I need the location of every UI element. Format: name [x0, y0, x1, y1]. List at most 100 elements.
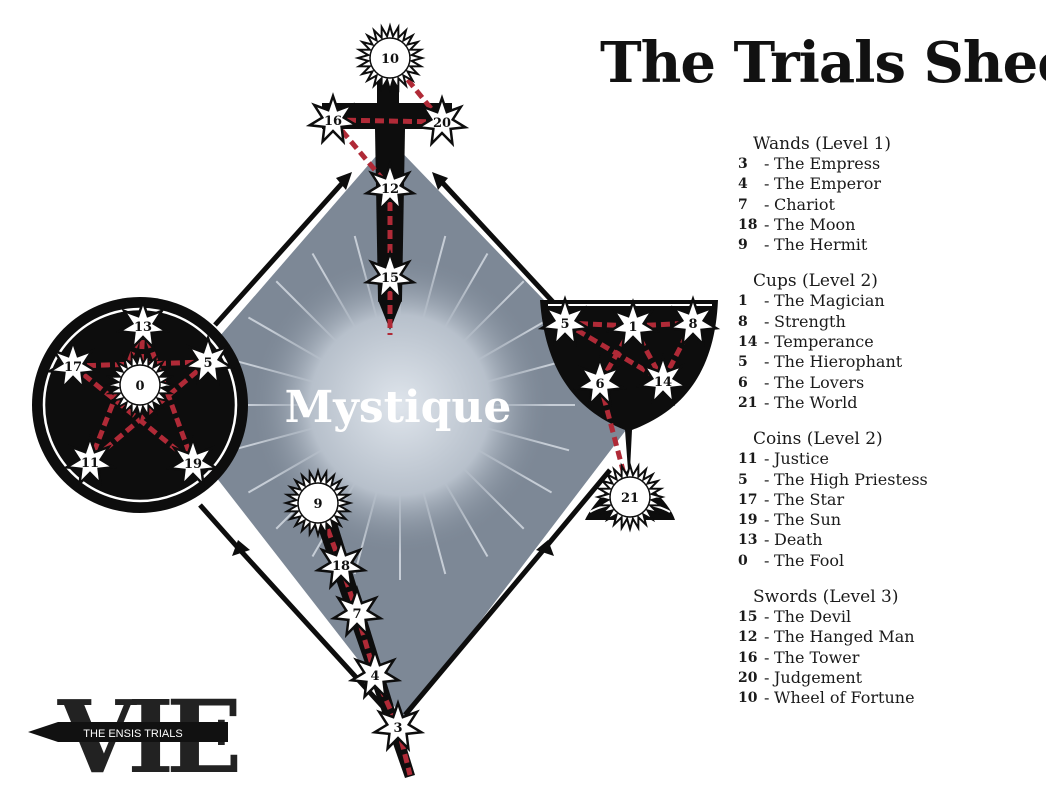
node-n5c-label: 5	[203, 356, 212, 371]
legend-entry: 0-The Fool	[738, 551, 1038, 571]
arrow-heads	[232, 172, 554, 556]
legend-entry-number: 20	[738, 669, 758, 686]
node-n5k-label: 5	[560, 317, 569, 332]
node-n6-star	[572, 355, 628, 409]
legend-entry-dash: -	[764, 449, 770, 469]
node-n19-label: 19	[184, 457, 202, 472]
legend-entry-name: The Lovers	[774, 372, 865, 392]
legend-group-title: Coins (Level 2)	[753, 429, 883, 450]
legend-entry-name: Justice	[774, 449, 829, 469]
legend-entry: 8-Strength	[738, 312, 1038, 332]
legend-entry-name: The Hanged Man	[774, 627, 915, 647]
node-n5c-star	[180, 334, 236, 388]
node-n7: 7	[329, 585, 385, 639]
legend-entry-number: 12	[738, 629, 758, 646]
node-n11: 11	[62, 434, 118, 488]
legend-entry-number: 16	[738, 649, 758, 666]
legend-entry-name: Strength	[774, 311, 846, 331]
legend-entry-number: 9	[738, 237, 748, 254]
legend-group-title: Wands (Level 1)	[753, 134, 892, 154]
node-n1-label: 1	[628, 320, 637, 335]
legend-entry-number: 1	[738, 293, 748, 310]
node-n17-star	[45, 338, 101, 392]
legend-entry-dash: -	[764, 332, 770, 352]
node-n4: 4	[347, 647, 403, 701]
logo: VIE THE ENSIS TRIALS	[28, 680, 246, 780]
legend-entry: 10-Wheel of Fortune	[738, 688, 1038, 708]
legend-entry-dash: -	[764, 647, 770, 667]
legend-entry-dash: -	[764, 667, 770, 687]
link-n16-n20	[332, 117, 443, 125]
node-n13-star	[115, 298, 171, 352]
legend-entry-name: The Fool	[774, 550, 845, 570]
legend-entry-name: Chariot	[774, 194, 835, 214]
link-n17-n5c	[72, 359, 209, 369]
legend-entry: 12-The Hanged Man	[738, 627, 1038, 647]
legend-entry-dash: -	[764, 469, 770, 489]
node-n7-label: 7	[352, 607, 361, 622]
legend-entry-name: The Hierophant	[774, 352, 903, 372]
link-n5k-n14	[563, 320, 665, 384]
node-n4-label: 4	[370, 669, 379, 684]
node-n11-label: 11	[81, 456, 99, 471]
node-n0-label: 0	[135, 379, 144, 394]
logo-blade-band	[78, 722, 188, 742]
node-n3-label: 3	[393, 721, 402, 736]
node-n21: 21	[594, 461, 666, 533]
legend-entry-dash: -	[764, 291, 770, 311]
link-n6-n1	[597, 324, 636, 385]
link-n13-n19	[140, 325, 196, 464]
arrow-path	[198, 178, 612, 722]
node-n10: 10	[354, 22, 426, 94]
legend-entry: 11-Justice	[738, 449, 1038, 469]
node-n5k: 5	[537, 295, 593, 349]
legend-entry-number: 21	[738, 394, 758, 411]
node-n20-star	[414, 94, 470, 148]
legend-entry-number: 17	[738, 491, 758, 508]
node-n16: 16	[305, 92, 361, 146]
page-title: The Trials Sheet	[600, 30, 1046, 96]
legend-entry-name: The World	[774, 392, 858, 412]
legend-entry-name: The Devil	[774, 607, 852, 627]
legend-group-title: Swords (Level 3)	[753, 587, 899, 608]
node-n19: 19	[165, 435, 221, 489]
legend-entry-dash: -	[764, 489, 770, 509]
legend-entry: 4-The Emperor	[738, 174, 1038, 194]
node-n8-star	[665, 295, 721, 349]
node-n12: 12	[362, 160, 418, 214]
legend-entry-number: 19	[738, 512, 758, 529]
legend-entry: 21-The World	[738, 393, 1038, 413]
legend-entry-dash: -	[764, 214, 770, 234]
legend-entry-name: The Star	[774, 489, 845, 509]
center-label: Mystique	[285, 382, 512, 433]
legend-entry-number: 13	[738, 532, 758, 549]
node-n3-star	[370, 699, 426, 753]
node-n16-star	[305, 92, 361, 146]
arrow-head-left-upper	[336, 172, 352, 190]
node-n12-label: 12	[381, 182, 399, 197]
legend-entry-number: 5	[738, 354, 748, 371]
legend-entry-dash: -	[764, 392, 770, 412]
legend-entry-number: 3	[738, 156, 748, 172]
legend-entry-number: 11	[738, 451, 758, 468]
legend-entry: 13-Death	[738, 530, 1038, 550]
legend-entry-name: The Tower	[774, 647, 860, 667]
legend-entry-dash: -	[764, 627, 770, 647]
node-n21-label: 21	[621, 491, 639, 506]
legend-entry-name: The Hermit	[774, 235, 868, 255]
node-n12-star	[362, 160, 418, 214]
legend-entry: 5-The Hierophant	[738, 352, 1038, 372]
node-n14: 14	[635, 353, 691, 407]
legend-group-title: Cups (Level 2)	[753, 271, 878, 292]
node-n14-label: 14	[654, 375, 672, 390]
node-n17-label: 17	[64, 360, 82, 375]
legend-entry-number: 14	[738, 334, 758, 351]
legend-entry-dash: -	[764, 352, 770, 372]
link-n7-n4	[354, 612, 378, 676]
node-n9-label: 9	[313, 497, 322, 512]
link-n1-n14	[630, 324, 666, 383]
legend-entry: 18-The Moon	[738, 215, 1038, 235]
